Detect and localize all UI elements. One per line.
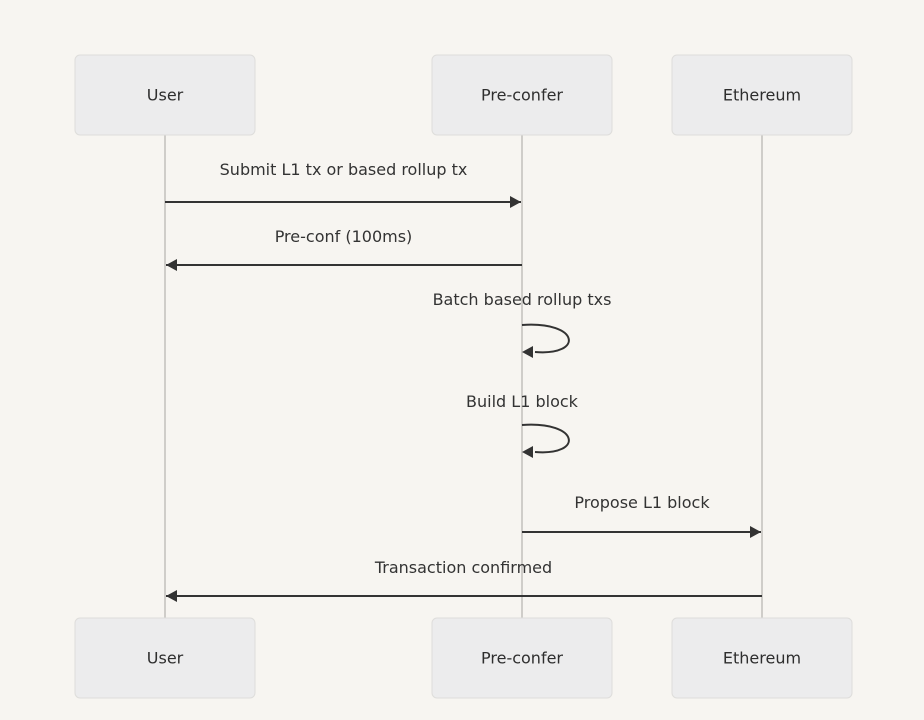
- arrowhead-icon: [166, 259, 177, 271]
- actor-label-ethereum: Ethereum: [723, 86, 801, 105]
- self-loop-path: [521, 423, 570, 454]
- actor-label-user: User: [147, 649, 184, 668]
- arrowhead-icon: [522, 446, 533, 458]
- message-m3[interactable]: Batch based rollup txs: [433, 290, 612, 358]
- message-m4[interactable]: Build L1 block: [466, 392, 579, 458]
- actor-box-user-bottom[interactable]: User: [74, 617, 256, 699]
- actor-label-preconfer: Pre-confer: [481, 649, 563, 668]
- lifelines-group: [164, 135, 763, 618]
- actor-label-user: User: [147, 86, 184, 105]
- actor-box-ethereum-bottom[interactable]: Ethereum: [671, 617, 853, 699]
- message-label: Pre-conf (100ms): [275, 227, 413, 246]
- message-label: Propose L1 block: [574, 493, 710, 512]
- message-label: Submit L1 tx or based rollup tx: [220, 160, 468, 179]
- actors-bottom-group: User Pre-confer Ethereum: [74, 617, 853, 699]
- actor-rect-ethereum: [671, 617, 853, 699]
- actor-rect-preconfer: [431, 54, 613, 136]
- message-label: Transaction confirmed: [374, 558, 552, 577]
- actor-rect-user: [74, 54, 256, 136]
- actor-box-preconfer-top[interactable]: Pre-confer: [431, 54, 613, 136]
- message-m2[interactable]: Pre-conf (100ms): [166, 227, 522, 271]
- actors-top-group: User Pre-confer Ethereum: [74, 54, 853, 136]
- actor-rect-user: [74, 617, 256, 699]
- actor-label-ethereum: Ethereum: [723, 649, 801, 668]
- actor-rect-ethereum: [671, 54, 853, 136]
- message-label: Build L1 block: [466, 392, 579, 411]
- self-loop-path: [521, 323, 570, 354]
- actor-box-ethereum-top[interactable]: Ethereum: [671, 54, 853, 136]
- message-m6[interactable]: Transaction confirmed: [166, 558, 762, 602]
- messages-group: Submit L1 tx or based rollup tx Pre-conf …: [165, 160, 762, 602]
- message-m5[interactable]: Propose L1 block: [522, 493, 761, 538]
- arrowhead-icon: [510, 196, 521, 208]
- arrowhead-icon: [522, 346, 533, 358]
- actor-label-preconfer: Pre-confer: [481, 86, 563, 105]
- arrowhead-icon: [750, 526, 761, 538]
- actor-box-preconfer-bottom[interactable]: Pre-confer: [431, 617, 613, 699]
- actor-box-user-top[interactable]: User: [74, 54, 256, 136]
- message-m1[interactable]: Submit L1 tx or based rollup tx: [165, 160, 521, 208]
- arrowhead-icon: [166, 590, 177, 602]
- message-label: Batch based rollup txs: [433, 290, 612, 309]
- actor-rect-preconfer: [431, 617, 613, 699]
